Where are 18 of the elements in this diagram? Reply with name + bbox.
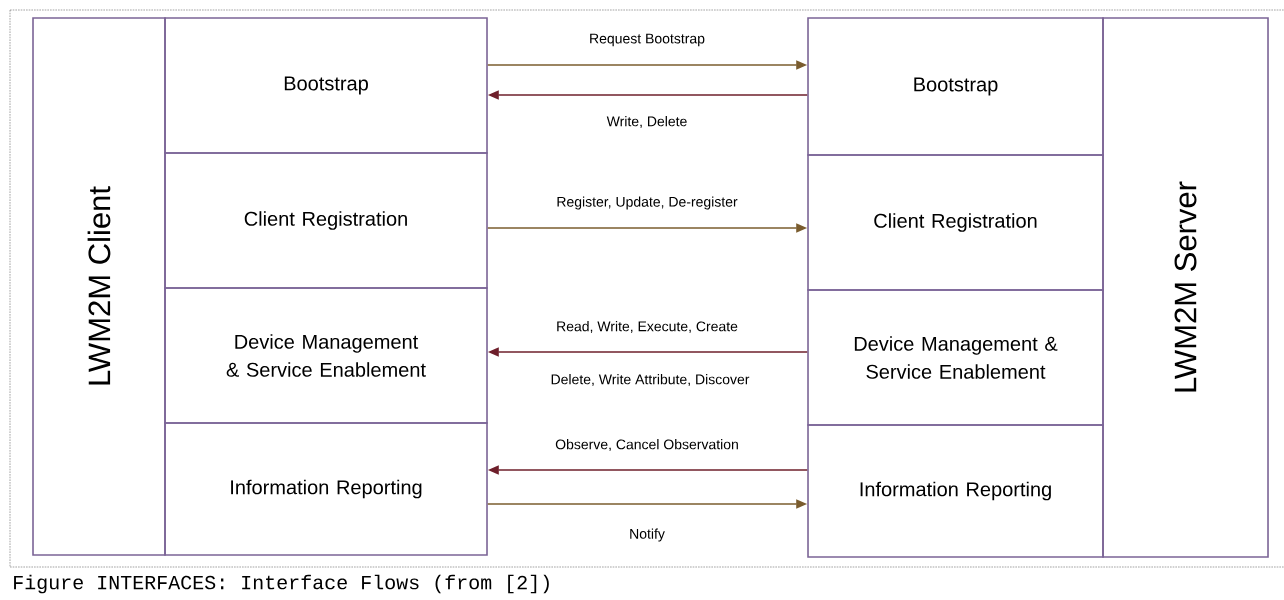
interface-box: Client Registration: [807, 154, 1104, 291]
interface-box: Bootstrap: [164, 17, 488, 154]
edge-label: Read, Write, Execute, Create: [553, 318, 741, 336]
edge-label: Observe, Cancel Observation: [552, 436, 742, 454]
interface-box: Client Registration: [164, 152, 488, 289]
edge-label: Request Bootstrap: [586, 30, 708, 50]
edge-label: Write, Delete: [603, 113, 691, 131]
interface-box: Information Reporting: [807, 424, 1104, 558]
interface-box: Bootstrap: [807, 17, 1104, 156]
arrow-note: Delete, Write Attribute, Discover: [547, 371, 753, 389]
edge-label: Register, Update, De-register: [553, 193, 741, 213]
interface-box: Device Management & Service Enablement: [164, 287, 488, 424]
column-label-box: LWM2M Client: [32, 17, 166, 556]
interface-box: Information Reporting: [164, 422, 488, 556]
column-label-box: LWM2M Server: [1102, 17, 1269, 558]
edge-label: Notify: [626, 525, 668, 545]
interface-box: Device Management & Service Enablement: [807, 289, 1104, 426]
caption: Figure INTERFACES: Interface Flows (from [2]): [14, 574, 549, 594]
